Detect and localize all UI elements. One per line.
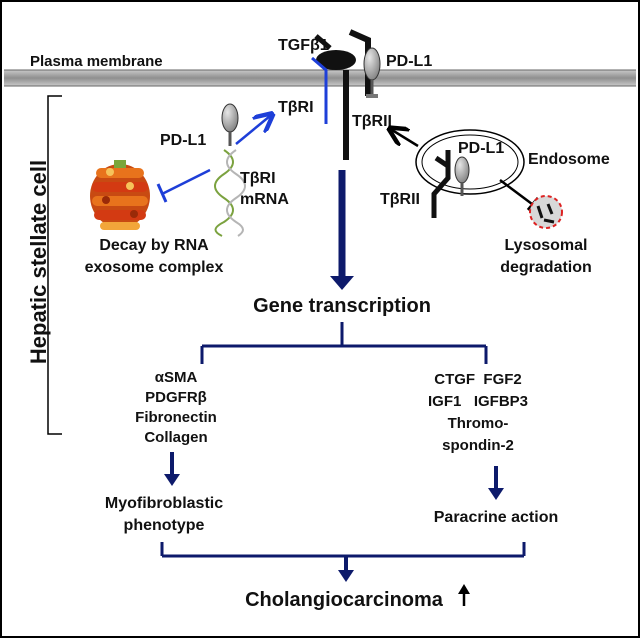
left-gene-2: PDGFRβ [145, 389, 207, 406]
tbrii-endosome-label: TβRII [380, 191, 420, 208]
right-gene-4: spondin-2 [442, 437, 514, 454]
paracrine-label: Paracrine action [434, 509, 559, 526]
endosome-pdl1-label: PD-L1 [458, 140, 504, 157]
mrna-label-line2: mRNA [240, 191, 289, 208]
lysosome-label-line1: Lysosomal [505, 237, 588, 254]
left-outcome-arrow-head [164, 474, 180, 486]
membrane-label: Plasma membrane [30, 53, 163, 70]
decay-label-line2: exosome complex [85, 259, 224, 276]
cell-label: Hepatic stellate cell [26, 160, 51, 364]
endosome [415, 129, 525, 218]
mrna-helix [214, 149, 246, 237]
tbri-surface-label: TβRI [278, 99, 314, 116]
myofibroblastic-label-line2: phenotype [124, 517, 205, 534]
pdl1-surface-label: PD-L1 [386, 53, 432, 70]
plasma-membrane [4, 69, 636, 87]
translation-arrow [235, 116, 270, 145]
cholangiocarcinoma-label: Cholangiocarcinoma [245, 589, 444, 611]
signal-arrow-head [330, 276, 354, 290]
tgfb1-label: TGFβ1 [278, 37, 329, 54]
exosome-inhibition-bar [156, 168, 211, 203]
decay-label-line1: Decay by RNA [99, 237, 209, 254]
left-gene-3: Fibronectin [135, 409, 217, 426]
lysosome-label-line2: degradation [500, 259, 592, 276]
gene-transcription-label: Gene transcription [253, 295, 431, 317]
rna-exosome-complex [90, 160, 150, 230]
pdl1-left-protein [221, 103, 239, 146]
right-gene-1: CTGF FGF2 [434, 371, 522, 388]
transcription-branch [200, 322, 488, 364]
right-gene-2: IGF1 IGFBP3 [428, 393, 528, 410]
tbrii-surface-label: TβRII [352, 113, 392, 130]
mrna-label-line1: TβRI [240, 170, 276, 187]
left-gene-1: αSMA [155, 369, 198, 386]
right-outcome-arrow-head [488, 488, 504, 500]
recycling-arrow [392, 130, 419, 148]
myofibroblastic-label-line1: Myofibroblastic [105, 495, 223, 512]
right-gene-3: Thromo- [448, 415, 509, 432]
increase-arrow-icon [458, 584, 470, 606]
left-gene-4: Collagen [144, 429, 207, 446]
convergence-bracket [160, 542, 526, 558]
endosome-label: Endosome [528, 151, 610, 168]
final-arrow-head [338, 570, 354, 582]
pdl1-left-label: PD-L1 [160, 132, 206, 149]
cell-bracket [47, 95, 62, 435]
lysosome [529, 195, 563, 229]
receptor-complex [311, 29, 381, 160]
